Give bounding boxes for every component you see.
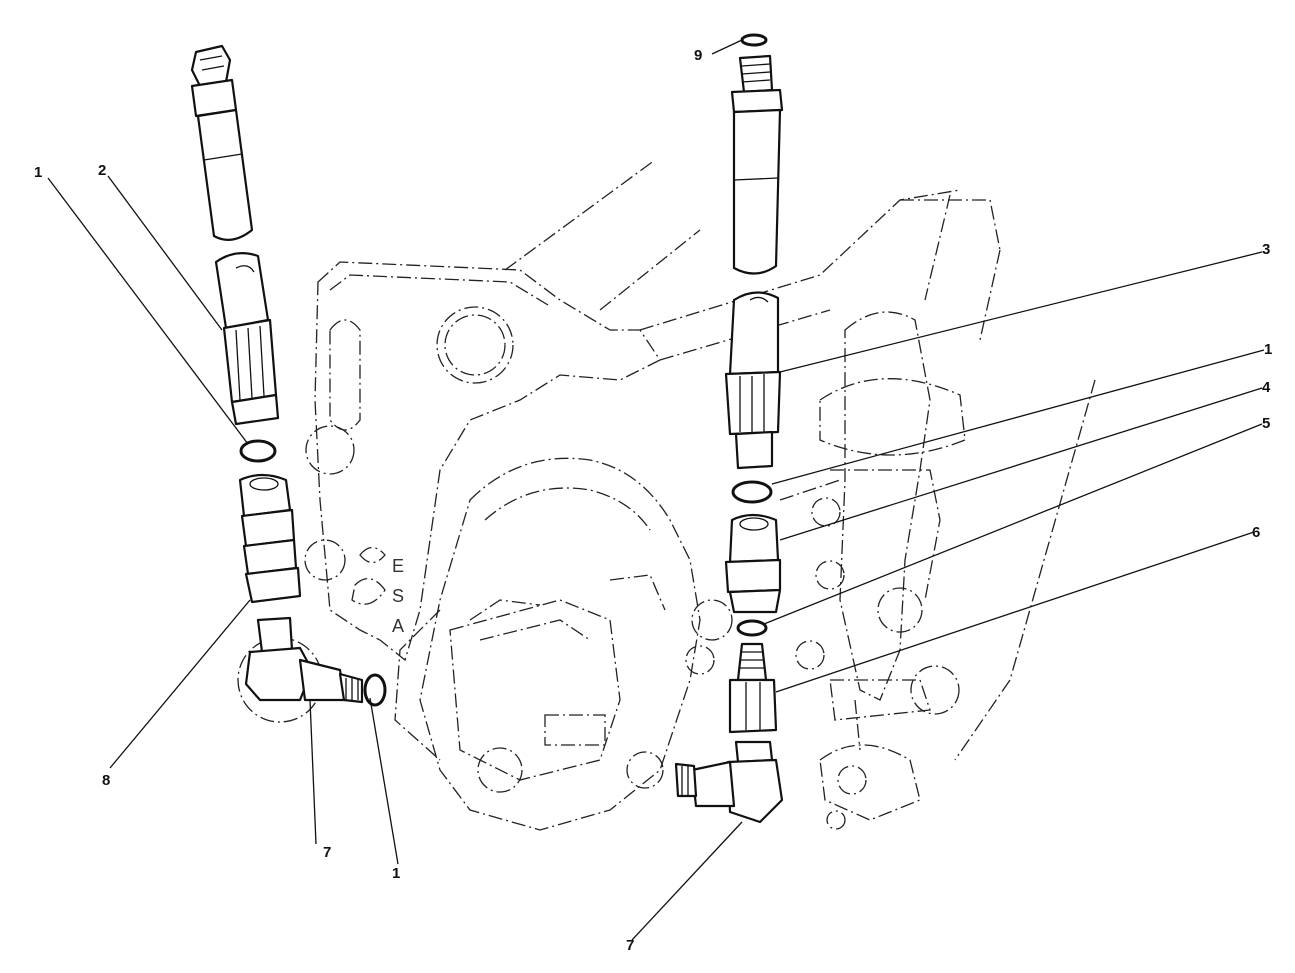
right-top-o-ring-part-9 <box>740 33 768 47</box>
right-elbow-fitting-part-7 <box>674 740 784 824</box>
background-housing <box>237 159 1096 831</box>
callout-1-left-upper: 1 <box>34 164 42 181</box>
left-upper-tube <box>190 44 254 241</box>
right-o-ring-part-5 <box>736 619 768 637</box>
left-o-ring-lower <box>363 673 387 707</box>
callout-7-right: 7 <box>626 937 634 954</box>
callout-4: 4 <box>1262 379 1271 396</box>
casting-mark-3: A <box>392 616 404 636</box>
callout-2: 2 <box>98 162 106 179</box>
callout-1-left-lower: 1 <box>392 865 400 882</box>
right-nipple-part-6 <box>728 642 778 734</box>
callout-5: 5 <box>1262 415 1270 432</box>
left-sleeve-part-2 <box>214 251 280 426</box>
callout-9: 9 <box>694 47 702 64</box>
callout-1-right: 1 <box>1264 341 1272 358</box>
casting-mark-2: S <box>392 586 404 606</box>
right-upper-tube <box>730 54 784 275</box>
left-o-ring-upper <box>239 439 277 463</box>
right-coupling-part-4 <box>724 513 782 614</box>
callout-3: 3 <box>1262 241 1270 258</box>
callout-6: 6 <box>1252 524 1260 541</box>
callout-labels: 1 2 8 7 1 9 3 1 4 5 6 7 <box>34 47 1272 954</box>
left-elbow-fitting-part-7 <box>244 616 364 704</box>
casting-marks: E S A <box>351 546 404 636</box>
right-o-ring-upper <box>731 480 773 504</box>
callout-8: 8 <box>102 772 110 789</box>
leader-lines <box>47 39 1265 941</box>
callout-7-left: 7 <box>323 844 331 861</box>
left-coupling-part-8 <box>238 473 302 604</box>
right-sleeve-part-3 <box>724 291 782 470</box>
casting-mark-1: E <box>392 556 404 576</box>
